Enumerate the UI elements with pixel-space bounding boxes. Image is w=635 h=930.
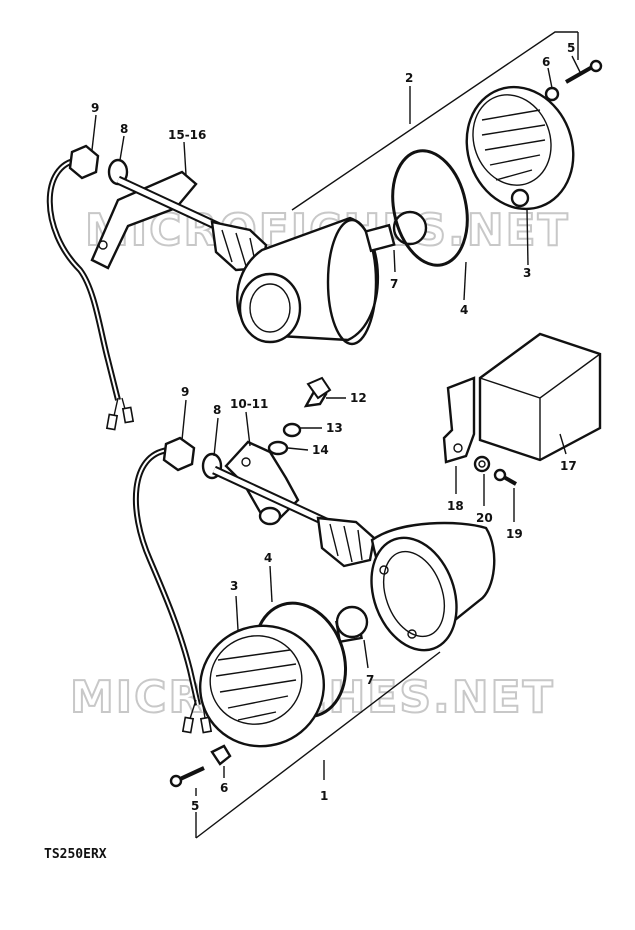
upper-nut [68, 144, 100, 180]
callout-lower-12: 12 [350, 391, 367, 405]
callout-upper-2: 2 [405, 71, 413, 85]
callout-upper-7: 7 [390, 277, 398, 291]
callout-upper-9: 9 [91, 101, 99, 115]
upper-wire [46, 157, 121, 401]
lower-nut [162, 436, 196, 472]
callout-relay-19: 19 [506, 527, 523, 541]
lower-washer-13 [282, 422, 302, 438]
callout-lower-3: 3 [230, 579, 238, 593]
relay-bracket [442, 376, 476, 464]
callout-relay-17: 17 [560, 459, 577, 473]
lower-bulb [335, 605, 369, 639]
callout-relay-20: 20 [476, 511, 493, 525]
upper-screw [565, 64, 595, 84]
upper-lens [472, 94, 552, 186]
callout-lower-9: 9 [181, 385, 189, 399]
callout-lower-4: 4 [264, 551, 272, 565]
callout-upper-3: 3 [523, 266, 531, 280]
lower-nut-14 [267, 440, 289, 456]
lower-turn-signal-assembly [132, 376, 496, 788]
relay-nut [473, 455, 491, 473]
upper-screw-washer [544, 86, 560, 102]
lower-lens-assembly-bracket [195, 651, 441, 839]
callout-upper-8: 8 [120, 122, 128, 136]
model-code: TS250ERX [44, 847, 107, 862]
callout-upper-6: 6 [542, 55, 550, 69]
upper-callout-leaders [91, 55, 581, 301]
upper-housing-rim [326, 218, 378, 346]
turn-signal-relay-assembly [442, 332, 602, 486]
callout-lower-5: 5 [191, 799, 199, 813]
lower-screw-washer [210, 744, 232, 766]
lower-lens [209, 635, 303, 725]
upper-bracket [90, 170, 198, 270]
lower-socket [316, 516, 376, 568]
callout-upper-5: 5 [567, 41, 575, 55]
callout-relay-18: 18 [447, 499, 464, 513]
upper-bulb-base [364, 223, 396, 253]
lower-callout-leaders [181, 397, 369, 796]
upper-turn-signal-assembly [46, 59, 603, 431]
callout-lower-10-11: 10-11 [230, 397, 268, 411]
callout-lower-1: 1 [320, 789, 328, 803]
relay-callout-leaders [455, 433, 567, 522]
upper-lens-assembly-bracket [291, 31, 579, 211]
lower-housing-rim [370, 536, 458, 652]
callout-upper-4: 4 [460, 303, 468, 317]
callout-lower-14: 14 [312, 443, 329, 457]
callout-upper-15-16: 15-16 [168, 128, 206, 142]
relay-box [478, 332, 602, 462]
callout-lower-6: 6 [220, 781, 228, 795]
callout-lower-13: 13 [326, 421, 343, 435]
upper-gasket [391, 149, 469, 267]
callout-lower-7: 7 [366, 673, 374, 687]
callout-lower-8: 8 [213, 403, 221, 417]
lower-screw [177, 766, 205, 782]
